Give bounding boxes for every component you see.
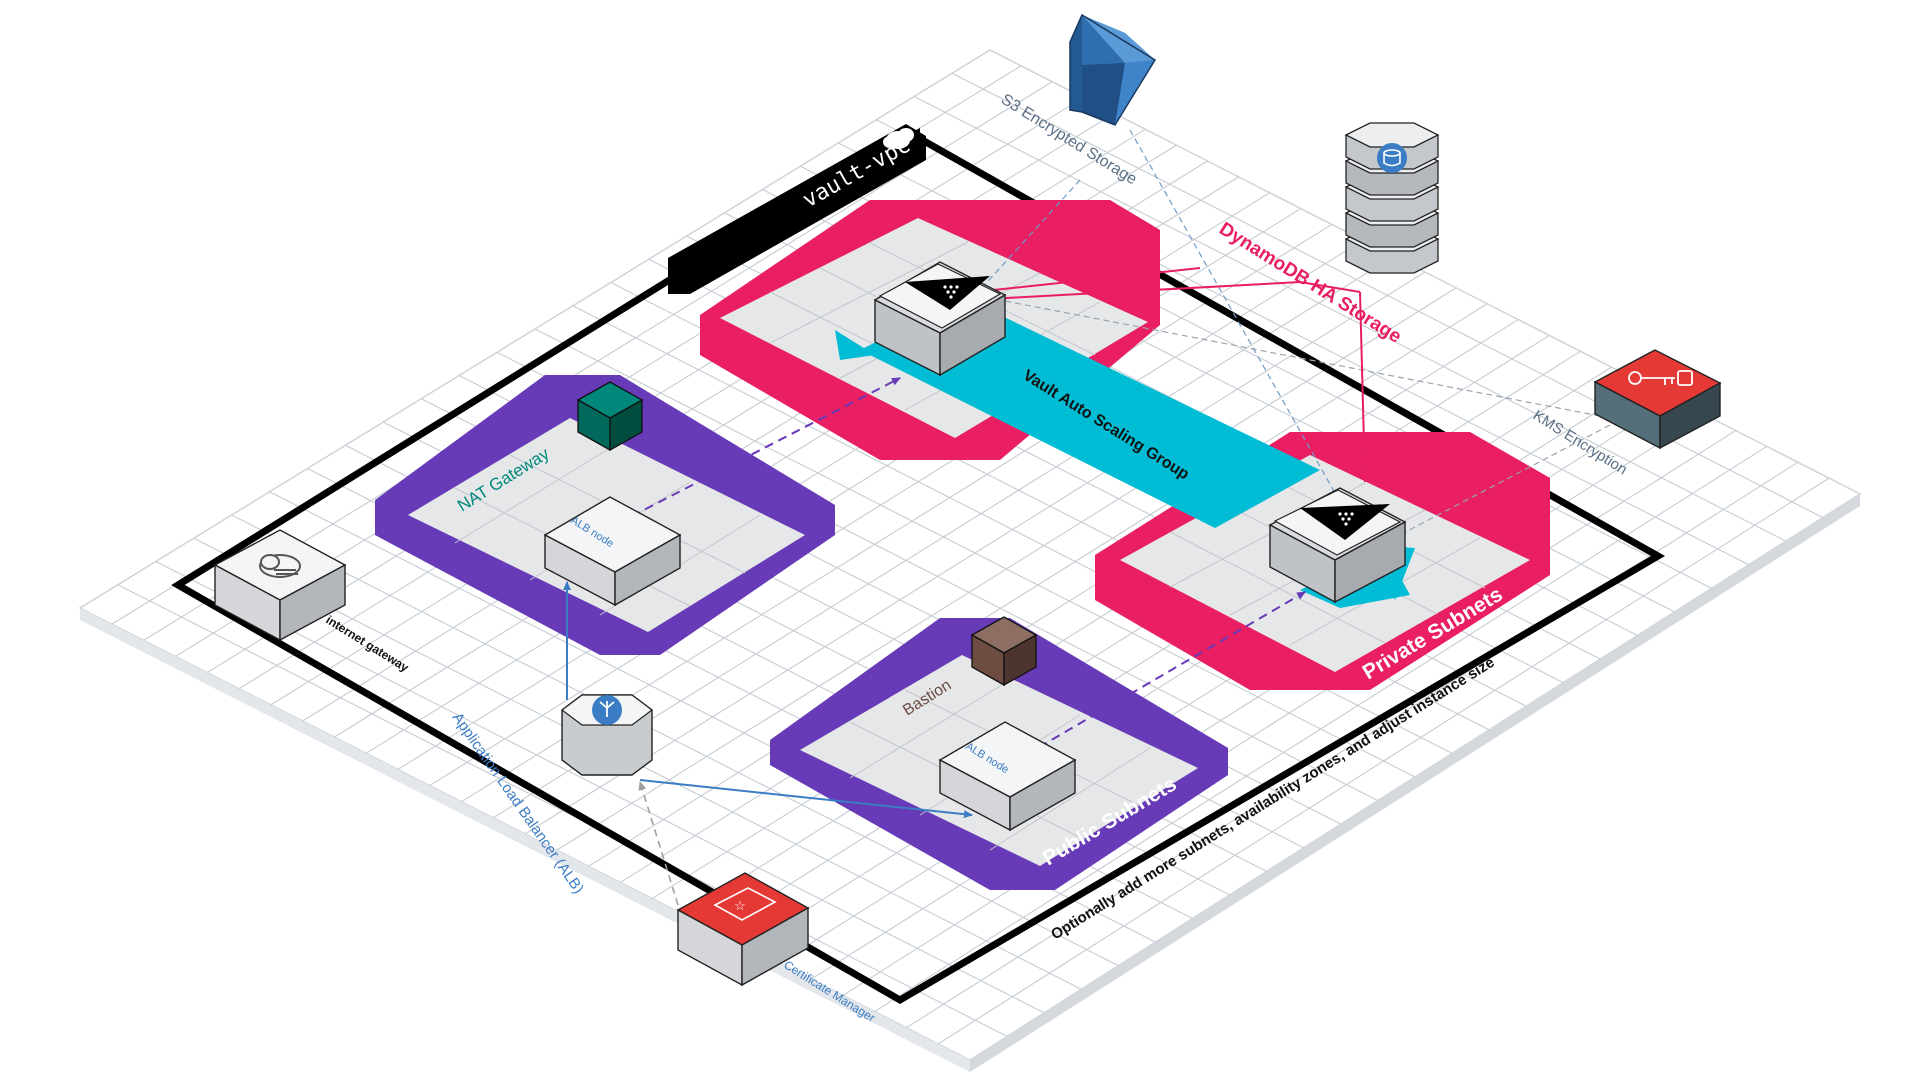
grid-line xyxy=(651,334,1550,900)
grid-line xyxy=(810,414,1705,980)
alb-node-left[interactable]: ALB node xyxy=(543,496,682,607)
internet-gateway-icon xyxy=(259,554,301,578)
grid-line xyxy=(556,287,1457,851)
key-icon xyxy=(1628,370,1693,386)
grid-line xyxy=(524,271,1426,835)
grid-line xyxy=(588,303,1488,867)
database-icon xyxy=(1377,143,1407,173)
internet-gateway[interactable]: internet gateway xyxy=(213,529,411,675)
grid-line xyxy=(620,319,1519,883)
cloud-icon xyxy=(883,128,914,149)
vault-logo-icon xyxy=(905,276,990,310)
grid-line xyxy=(429,223,1333,787)
vault-node-right[interactable] xyxy=(1268,487,1407,604)
svg-text:☆: ☆ xyxy=(734,898,746,913)
grid-line xyxy=(874,445,1768,1013)
grid-line xyxy=(906,461,1799,1029)
nat-gateway-cube[interactable] xyxy=(576,381,644,452)
grid-line xyxy=(842,430,1737,996)
grid-line xyxy=(937,477,1830,1045)
certificate-icon: ☆ xyxy=(713,887,777,921)
vault-logo-icon xyxy=(1300,504,1390,540)
dynamodb-layer-top xyxy=(1344,122,1440,148)
vault-node-top[interactable] xyxy=(873,261,1007,377)
alb-node-bottom[interactable]: ALB node xyxy=(938,721,1077,832)
bastion-cube[interactable] xyxy=(970,616,1038,687)
connectors xyxy=(563,129,1611,906)
